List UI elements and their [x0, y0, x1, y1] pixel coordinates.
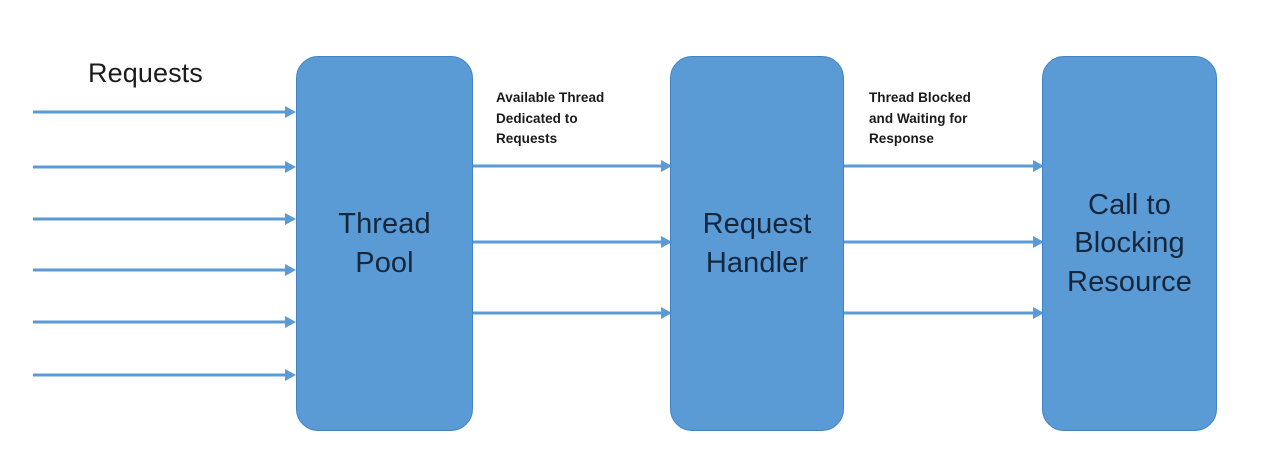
requests-title: Requests	[88, 58, 203, 88]
node-thread-pool-label: Thread Pool	[338, 207, 431, 279]
arrow-head	[285, 316, 296, 328]
arrow-group-pool_to_handler	[473, 160, 672, 319]
arrow-head	[1033, 160, 1044, 172]
node-blocking-resource[interactable]: Call to Blocking Resource	[1042, 56, 1217, 431]
arrow-head	[285, 264, 296, 276]
arrow-head	[661, 307, 672, 319]
node-request-handler-label: Request Handler	[702, 207, 812, 279]
arrow-group-incoming_requests	[33, 106, 296, 381]
arrow-head	[285, 161, 296, 173]
arrow-head	[661, 160, 672, 172]
arrow-head	[285, 213, 296, 225]
arrow-head	[1033, 307, 1044, 319]
arrow-head	[285, 106, 296, 118]
node-request-handler[interactable]: Request Handler	[670, 56, 844, 431]
arrow-head	[661, 236, 672, 248]
arrow-head	[1033, 236, 1044, 248]
arrow-head	[285, 369, 296, 381]
arrow-group-handler_to_resource	[844, 160, 1044, 319]
node-thread-pool[interactable]: Thread Pool	[296, 56, 473, 431]
edge-label-thread-blocked: Thread Blocked and Waiting for Response	[869, 90, 971, 147]
node-blocking-resource-label: Call to Blocking Resource	[1067, 188, 1192, 298]
edge-label-available-thread: Available Thread Dedicated to Requests	[496, 90, 605, 147]
